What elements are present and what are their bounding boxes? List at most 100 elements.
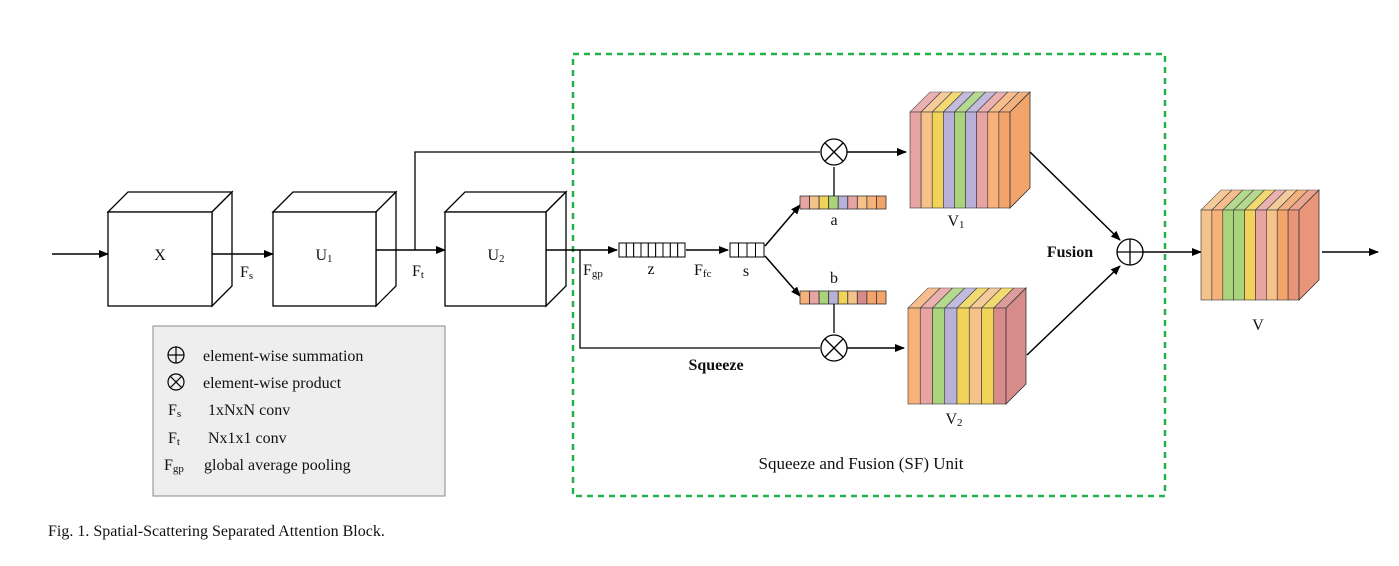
bvec-cell bbox=[866, 290, 877, 305]
b-label: b bbox=[830, 270, 838, 287]
figure-caption: Fig. 1. Spatial-Scattering Separated Att… bbox=[48, 523, 385, 540]
v-cube bbox=[1200, 189, 1320, 301]
v2cube-front-stripe bbox=[993, 307, 1007, 405]
zvec-cell bbox=[662, 242, 671, 258]
vcube-front-stripe bbox=[1222, 209, 1234, 301]
s-vector bbox=[729, 242, 765, 258]
v1-cube bbox=[909, 91, 1031, 209]
zvec-cell bbox=[640, 242, 649, 258]
vcube-front-stripe bbox=[1276, 209, 1289, 301]
v2cube-front-stripe bbox=[932, 307, 946, 405]
bvec-cell bbox=[818, 290, 830, 305]
v1cube-front-stripe bbox=[987, 111, 1000, 209]
arrow-s-b bbox=[764, 255, 801, 297]
svec-cell bbox=[755, 242, 765, 258]
product-icon-bottom bbox=[820, 334, 848, 362]
skip-path-top bbox=[414, 151, 820, 250]
avec-cell bbox=[866, 195, 877, 210]
svec-cell bbox=[746, 242, 756, 258]
ffc-label: Ffc bbox=[694, 262, 712, 280]
vcube-front-stripe bbox=[1211, 209, 1224, 301]
a-label: a bbox=[830, 212, 837, 229]
v1cube-side-face bbox=[1009, 91, 1031, 209]
zvec-cell bbox=[655, 242, 664, 258]
vcube-front-stripe bbox=[1255, 209, 1267, 301]
v1-to-fusion bbox=[1029, 151, 1121, 241]
bvec-cell bbox=[847, 290, 858, 305]
v2cube-front-stripe bbox=[956, 307, 970, 405]
block-u1-label: U1 bbox=[315, 247, 332, 265]
vcube-front-stripe bbox=[1200, 209, 1213, 301]
avec-cell bbox=[799, 195, 810, 210]
sum-icon bbox=[1116, 238, 1144, 266]
v2cube-side-face bbox=[1005, 287, 1027, 405]
block-u1: U1 bbox=[271, 190, 398, 308]
zvec-cell bbox=[633, 242, 642, 258]
zvec-cell bbox=[625, 242, 635, 258]
sum-legend-icon bbox=[167, 346, 185, 364]
legend-fs-text: 1xNxN conv bbox=[208, 402, 290, 419]
legend: element-wise summation element-wise prod… bbox=[152, 325, 446, 497]
v1cube-front-stripe bbox=[965, 111, 977, 209]
v1-label: V1 bbox=[947, 213, 964, 231]
z-vector bbox=[618, 242, 686, 258]
avec-cell bbox=[818, 195, 830, 210]
a-vector bbox=[799, 195, 887, 210]
s-label: s bbox=[743, 263, 749, 280]
bvec-cell bbox=[876, 290, 887, 305]
v2-to-fusion bbox=[1026, 265, 1121, 356]
skip-path-bottom bbox=[579, 250, 820, 349]
zvec-cell bbox=[677, 242, 686, 258]
legend-fgp-symbol: Fgp bbox=[164, 457, 184, 475]
block-u2: U2 bbox=[443, 190, 568, 308]
vcube-front-stripe bbox=[1266, 209, 1278, 301]
squeeze-label: Squeeze bbox=[688, 357, 743, 374]
avec-cell bbox=[847, 195, 858, 210]
v1cube-front-stripe bbox=[909, 111, 922, 209]
v2cube-front-stripe bbox=[907, 307, 921, 405]
block-x-label: X bbox=[154, 247, 166, 264]
svec-cell bbox=[738, 242, 748, 258]
avec-cell bbox=[876, 195, 887, 210]
v1cube-front-stripe bbox=[976, 111, 989, 209]
bvec-cell bbox=[856, 290, 868, 305]
avec-cell bbox=[809, 195, 820, 210]
v2cube-front-stripe bbox=[968, 307, 982, 405]
ft-label: Ft bbox=[412, 263, 424, 281]
v1cube-front-stripe bbox=[931, 111, 944, 209]
v2cube-front-stripe bbox=[944, 307, 958, 405]
v1cube-front-stripe bbox=[998, 111, 1011, 209]
fgp-label: Fgp bbox=[583, 262, 603, 280]
v1cube-front-stripe bbox=[920, 111, 933, 209]
v2cube-front-stripe bbox=[919, 307, 933, 405]
b-vector bbox=[799, 290, 887, 305]
legend-fgp-text: global average pooling bbox=[204, 457, 351, 474]
z-label: z bbox=[647, 261, 654, 278]
zvec-cell bbox=[647, 242, 657, 258]
block-x: X bbox=[106, 190, 234, 308]
v2cube-front-stripe bbox=[981, 307, 995, 405]
v2-label: V2 bbox=[945, 411, 962, 429]
v2-cube bbox=[907, 287, 1027, 405]
bvec-cell bbox=[799, 290, 810, 305]
avec-cell bbox=[856, 195, 868, 210]
block-u2-label: U2 bbox=[487, 247, 504, 265]
v1cube-front-stripe bbox=[954, 111, 966, 209]
vcube-front-stripe bbox=[1287, 209, 1300, 301]
bvec-cell bbox=[828, 290, 839, 305]
avec-cell bbox=[837, 195, 849, 210]
product-icon-top bbox=[820, 138, 848, 166]
zvec-cell bbox=[618, 242, 627, 258]
bvec-cell bbox=[809, 290, 820, 305]
legend-sum-text: element-wise summation bbox=[203, 348, 363, 365]
legend-product-text: element-wise product bbox=[203, 375, 342, 392]
arrow-s-a bbox=[764, 204, 801, 247]
product-legend-icon bbox=[167, 373, 185, 391]
v1cube-front-stripe bbox=[943, 111, 955, 209]
legend-fs-symbol: Fs bbox=[168, 402, 181, 420]
vcube-side-face bbox=[1298, 189, 1320, 301]
fs-label: Fs bbox=[240, 264, 253, 282]
legend-ft-text: Nx1x1 conv bbox=[208, 430, 287, 447]
vcube-front-stripe bbox=[1244, 209, 1256, 301]
